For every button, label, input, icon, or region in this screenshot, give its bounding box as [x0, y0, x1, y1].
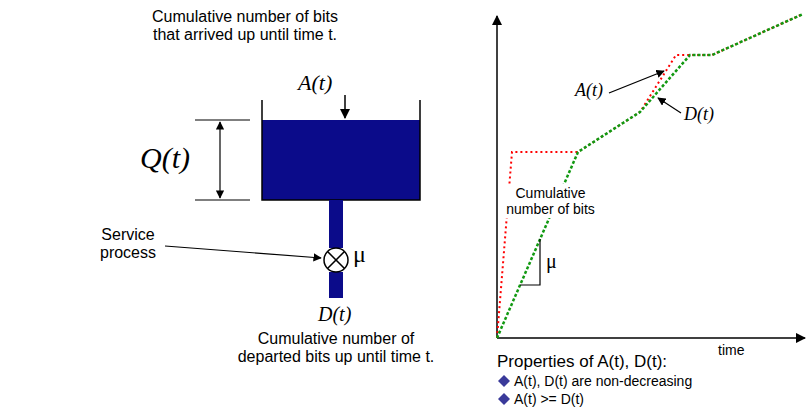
bullet-symbol [498, 375, 510, 387]
properties-heading: Properties of A(t), D(t): [497, 352, 667, 372]
axis-label: time [718, 342, 744, 358]
outlet-pipe [329, 200, 343, 248]
outlet-pipe [329, 272, 343, 298]
service-cross [328, 252, 345, 269]
service-symbol [324, 248, 348, 272]
rate-symbol: μ [353, 240, 366, 268]
leader-line [658, 98, 681, 113]
bullet-text: A(t) >= D(t) [514, 391, 584, 407]
y-axis [496, 16, 498, 338]
dimension-arrow [219, 122, 220, 198]
rate-symbol: μ [546, 250, 557, 273]
arrival-curve [497, 14, 803, 338]
annotation-text: Service process [92, 226, 164, 262]
leader-line [609, 71, 664, 93]
bullet-text: A(t), D(t) are non-decreasing [514, 373, 692, 389]
axis-label: Cumulative number of bits [503, 184, 598, 218]
quantity-label: A(t) [298, 70, 332, 95]
annotation-text: Cumulative number of departed bits up un… [231, 330, 441, 366]
bullet-symbol [498, 393, 510, 405]
tank-outline [262, 100, 420, 200]
queue-fill [262, 120, 420, 200]
service-cross [328, 252, 345, 269]
dimension-label: Q(t) [140, 140, 190, 175]
arrival-arrow [344, 95, 346, 118]
dimension-tick [195, 119, 250, 120]
departure-curve [497, 14, 803, 338]
leader-line [165, 246, 321, 258]
x-axis [497, 337, 805, 339]
quantity-label: D(t) [318, 303, 351, 326]
dimension-tick [195, 199, 250, 200]
curve-label: A(t) [575, 80, 603, 101]
annotation-text: Cumulative number of bits that arrived u… [145, 8, 345, 44]
curve-label: D(t) [684, 104, 714, 125]
slope-marker [520, 239, 540, 285]
